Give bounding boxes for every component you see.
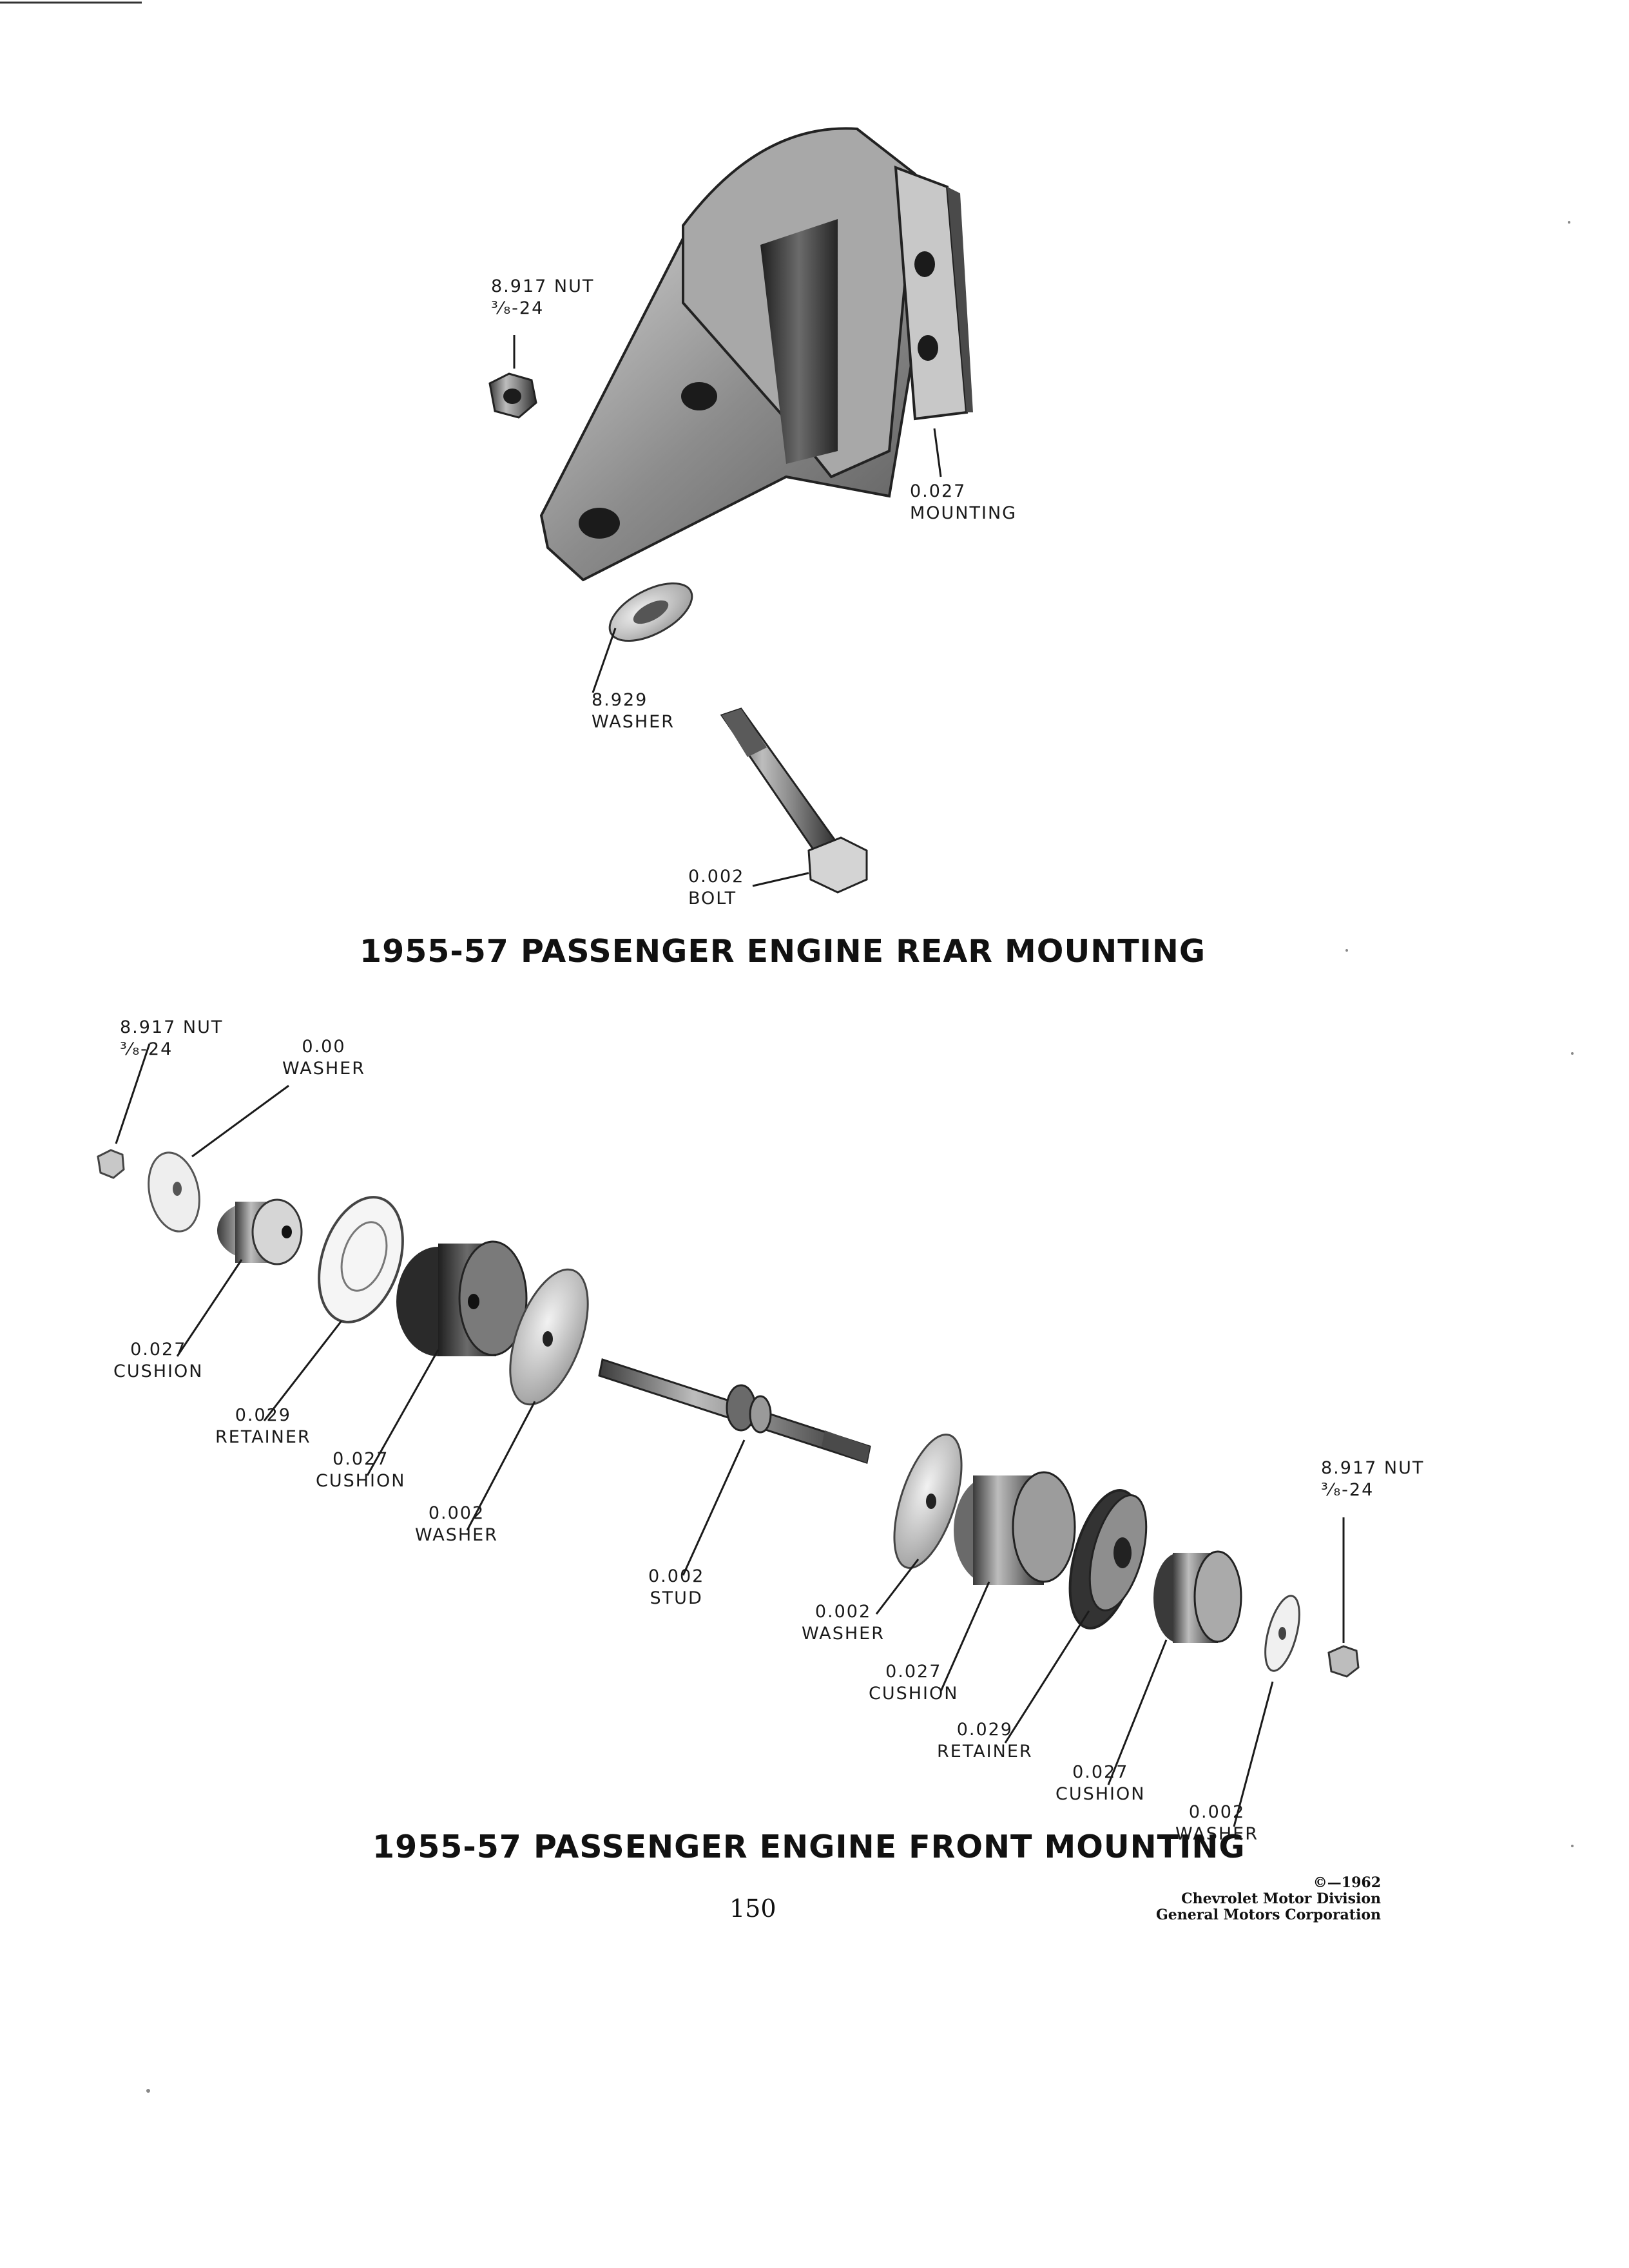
rear-bolt-name: BOLT [688,889,737,908]
copyright-corporation: General Motors Corporation [1155,1907,1381,1923]
front-mounting-title: 1955-57 PASSENGER ENGINE FRONT MOUNTING [372,1829,1246,1865]
rear-mounting-label: 0.027 MOUNTING [910,481,1017,524]
front-washer-2-code: 0.002 [815,1602,872,1622]
rear-bolt-code: 0.002 [688,867,745,887]
rear-nut-label: 8.917 NUT ³⁄₈-24 [491,276,594,320]
front-cushion-2-name: CUSHION [316,1471,406,1491]
front-cushion-3-name: CUSHION [869,1684,959,1704]
copyright-block: ©—1962 Chevrolet Motor Division General … [1156,1875,1381,1923]
front-nut-left-code: 8.917 NUT [120,1017,224,1037]
front-washer-top-label: 0.00 WASHER [282,1036,365,1080]
rear-washer-name: WASHER [592,712,675,732]
front-nut-left [97,1149,125,1179]
front-washer-3-label: 0.002 WASHER [1175,1802,1258,1845]
front-nut-left-label: 8.917 NUT ³⁄₈-24 [120,1017,223,1061]
front-stud-name: STUD [650,1588,703,1608]
front-washer-top [148,1151,200,1233]
front-washer-1 [509,1268,589,1406]
front-cushion-2-code: 0.027 [333,1449,389,1469]
rear-washer-label: 8.929 WASHER [592,689,675,733]
front-cushion-4-name: CUSHION [1055,1784,1146,1804]
front-cushion-2-label: 0.027 CUSHION [316,1448,405,1492]
front-cushion-4 [1153,1550,1242,1643]
page-number: 150 [729,1894,776,1923]
front-cushion-2 [396,1240,528,1356]
scan-specks [146,221,1574,2093]
front-washer-3-name: WASHER [1175,1824,1258,1844]
front-washer-1-label: 0.002 WASHER [415,1503,498,1546]
front-washer-2-name: WASHER [802,1624,885,1644]
front-washer-top-name: WASHER [282,1059,365,1079]
front-retainer-2-code: 0.029 [956,1720,1013,1740]
rear-bolt [720,707,868,894]
rear-bolt-label: 0.002 BOLT [688,866,744,910]
rear-mounting-bracket [539,127,973,582]
front-nut-left-size: ³⁄₈-24 [120,1039,173,1059]
rear-mounting-name: MOUNTING [910,503,1017,523]
front-cushion-3-label: 0.027 CUSHION [869,1661,958,1705]
rear-mounting-code: 0.027 [910,481,967,501]
rear-mounting-title: 1955-57 PASSENGER ENGINE REAR MOUNTING [360,933,1206,970]
rear-nut-code: 8.917 NUT [491,276,595,296]
rear-nut-size: ³⁄₈-24 [491,298,545,318]
front-washer-3-code: 0.002 [1188,1802,1246,1822]
front-retainer-2-label: 0.029 RETAINER [937,1719,1033,1763]
front-stud-code: 0.002 [648,1566,705,1586]
front-cushion-1-label: 0.027 CUSHION [113,1339,203,1383]
front-washer-2 [893,1433,963,1570]
front-nut-right-code: 8.917 NUT [1321,1458,1425,1478]
front-retainer-1-code: 0.029 [235,1405,291,1425]
front-nut-right [1327,1645,1360,1678]
front-cushion-3-code: 0.027 [885,1662,942,1682]
front-cushion-1-name: CUSHION [113,1361,204,1381]
rear-washer-code: 8.929 [592,690,648,710]
front-nut-right-size: ³⁄₈-24 [1321,1480,1374,1500]
front-retainer-1-label: 0.029 RETAINER [215,1405,311,1448]
front-cushion-1-code: 0.027 [130,1340,187,1360]
front-stud [598,1358,871,1464]
front-retainer-1-name: RETAINER [215,1427,311,1447]
rear-leader-lines [513,335,942,887]
front-washer-top-code: 0.00 [302,1037,346,1057]
copyright-division: Chevrolet Motor Division [1181,1890,1381,1907]
front-cushion-3 [954,1471,1076,1585]
front-washer-1-code: 0.002 [428,1503,485,1523]
copyright-year: ©—1962 [1313,1874,1381,1891]
front-retainer-2-name: RETAINER [937,1742,1033,1762]
front-stud-label: 0.002 STUD [648,1566,704,1610]
front-leader-lines [115,1043,1345,1827]
front-retainer-2 [1068,1489,1148,1629]
front-washer-1-name: WASHER [415,1525,498,1545]
rear-nut [488,372,537,419]
front-washer-3 [1264,1595,1300,1672]
front-cushion-4-code: 0.027 [1072,1762,1129,1782]
front-washer-2-label: 0.002 WASHER [802,1601,885,1645]
front-cushion-4-label: 0.027 CUSHION [1055,1762,1145,1805]
front-nut-right-label: 8.917 NUT ³⁄₈-24 [1321,1457,1424,1501]
front-cushion-1 [217,1198,303,1265]
rear-washer [608,582,693,642]
